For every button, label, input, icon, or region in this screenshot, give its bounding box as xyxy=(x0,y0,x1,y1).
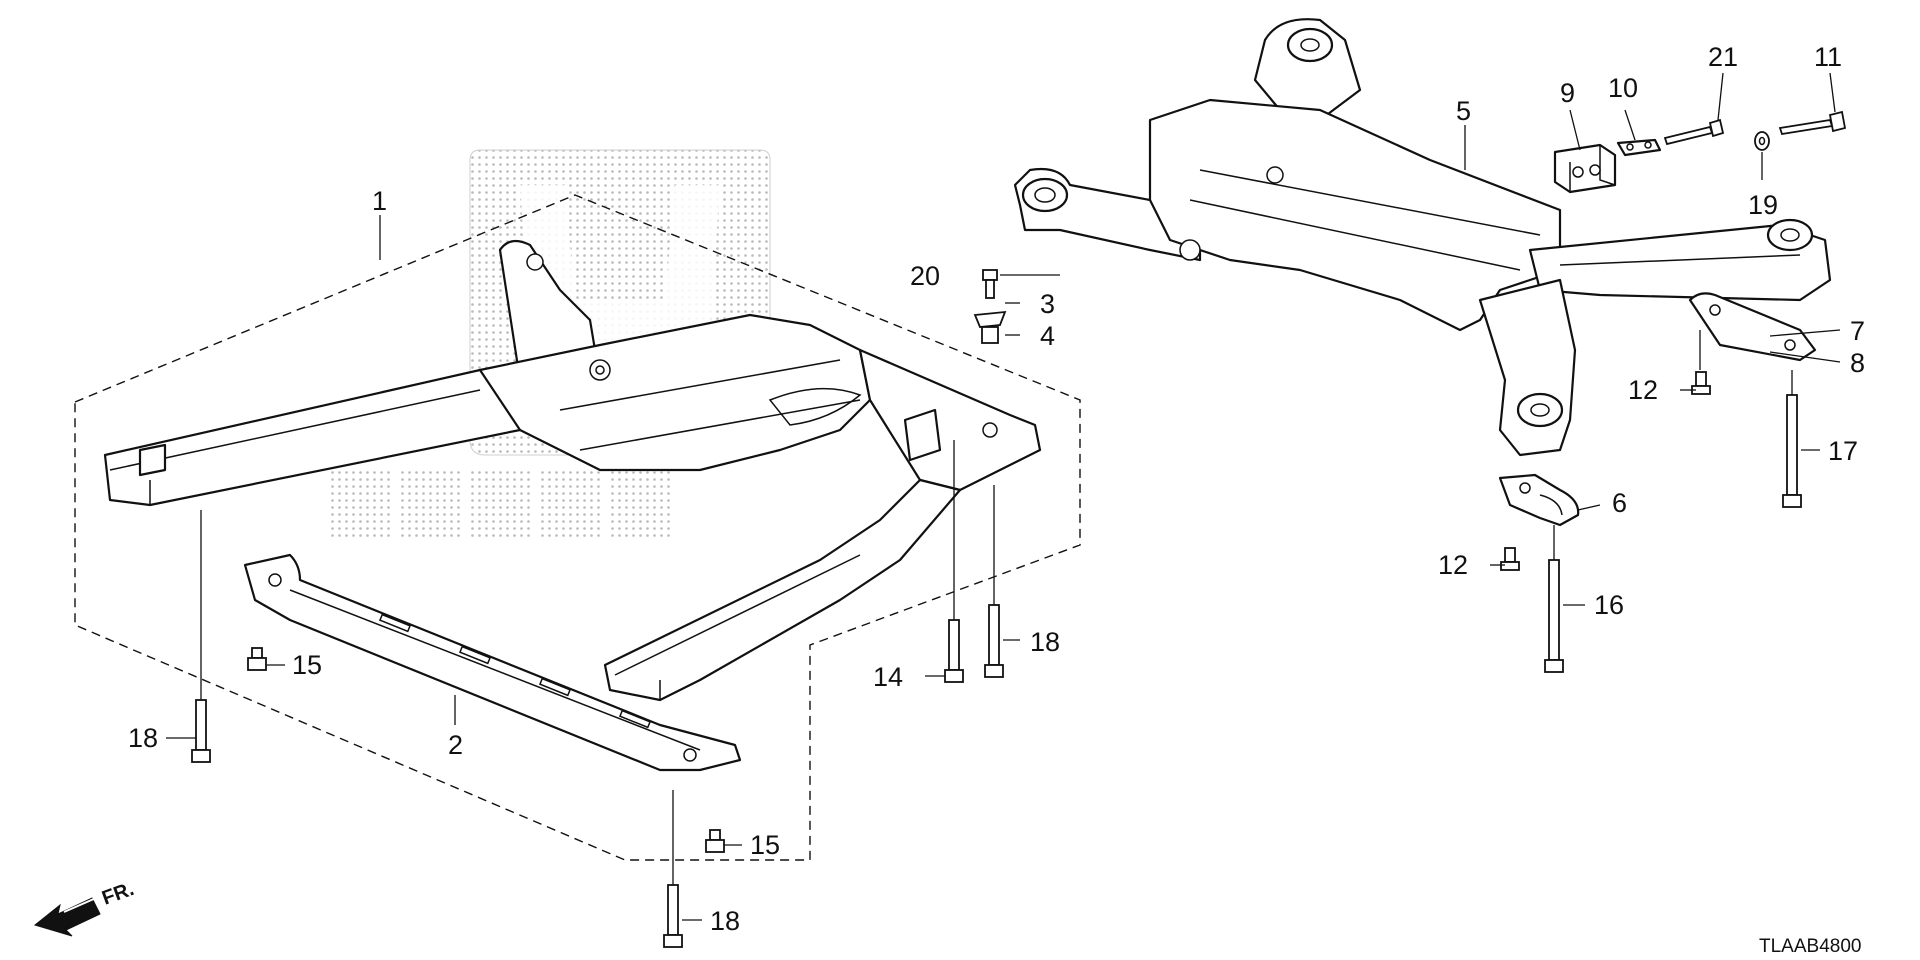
callout-16: 16 xyxy=(1594,590,1624,620)
leader-lines xyxy=(166,72,1841,921)
callout-18a: 18 xyxy=(1030,627,1060,657)
bolt-11 xyxy=(1778,110,1847,136)
front-subframe xyxy=(103,239,1042,702)
callout-19: 19 xyxy=(1748,190,1778,220)
bolt-18-right xyxy=(984,604,1004,678)
callouts: 1 2 3 4 5 6 7 8 9 10 11 12 12 14 15 15 1… xyxy=(128,42,1865,936)
bolt-17 xyxy=(1782,394,1802,508)
callout-18b: 18 xyxy=(128,723,158,753)
rear-subframe xyxy=(1013,18,1832,457)
callout-15a: 15 xyxy=(292,650,322,680)
front-assembly-outline xyxy=(74,194,1081,861)
callout-11: 11 xyxy=(1814,42,1842,72)
callout-14: 14 xyxy=(873,662,903,692)
plate-10 xyxy=(1616,138,1662,157)
callout-15b: 15 xyxy=(750,830,780,860)
callout-3: 3 xyxy=(1040,289,1055,319)
callout-12b: 12 xyxy=(1438,550,1468,580)
callout-20: 20 xyxy=(910,261,940,291)
bolt-14 xyxy=(944,619,964,683)
washer-19 xyxy=(1754,131,1770,151)
diagram-code: TLAAB4800 xyxy=(1759,936,1861,957)
watermark-lettering xyxy=(330,470,670,540)
callout-6: 6 xyxy=(1612,488,1627,518)
callout-2: 2 xyxy=(448,730,463,760)
rubber-block-9 xyxy=(1553,143,1617,194)
bolt-18-bottom xyxy=(663,884,683,948)
bolt-16 xyxy=(1544,559,1564,673)
callout-9: 9 xyxy=(1560,78,1575,108)
callout-17: 17 xyxy=(1828,436,1858,466)
front-direction-label: FR. xyxy=(99,878,137,910)
callout-18c: 18 xyxy=(710,906,740,936)
callout-5: 5 xyxy=(1456,96,1471,126)
bolt-18-left xyxy=(191,699,211,763)
bolt-15-upper xyxy=(247,647,267,671)
nut-3-4 xyxy=(973,310,1007,344)
callout-10: 10 xyxy=(1608,73,1638,103)
callout-1: 1 xyxy=(372,186,387,216)
front-direction-arrow: FR. xyxy=(33,878,137,937)
callout-8: 8 xyxy=(1850,348,1865,378)
callout-21: 21 xyxy=(1708,42,1738,72)
bracket-7-8 xyxy=(1688,292,1817,362)
bolt-21 xyxy=(1663,118,1725,146)
bolt-12-lower xyxy=(1500,547,1520,571)
bracket-6 xyxy=(1498,473,1580,527)
callout-7: 7 xyxy=(1850,316,1865,346)
bolt-15-lower xyxy=(705,829,725,853)
bolt-20 xyxy=(982,269,998,299)
front-stiffener xyxy=(243,553,742,772)
callout-12a: 12 xyxy=(1628,375,1658,405)
callout-4: 4 xyxy=(1040,321,1055,351)
bolt-12-upper xyxy=(1691,371,1711,395)
